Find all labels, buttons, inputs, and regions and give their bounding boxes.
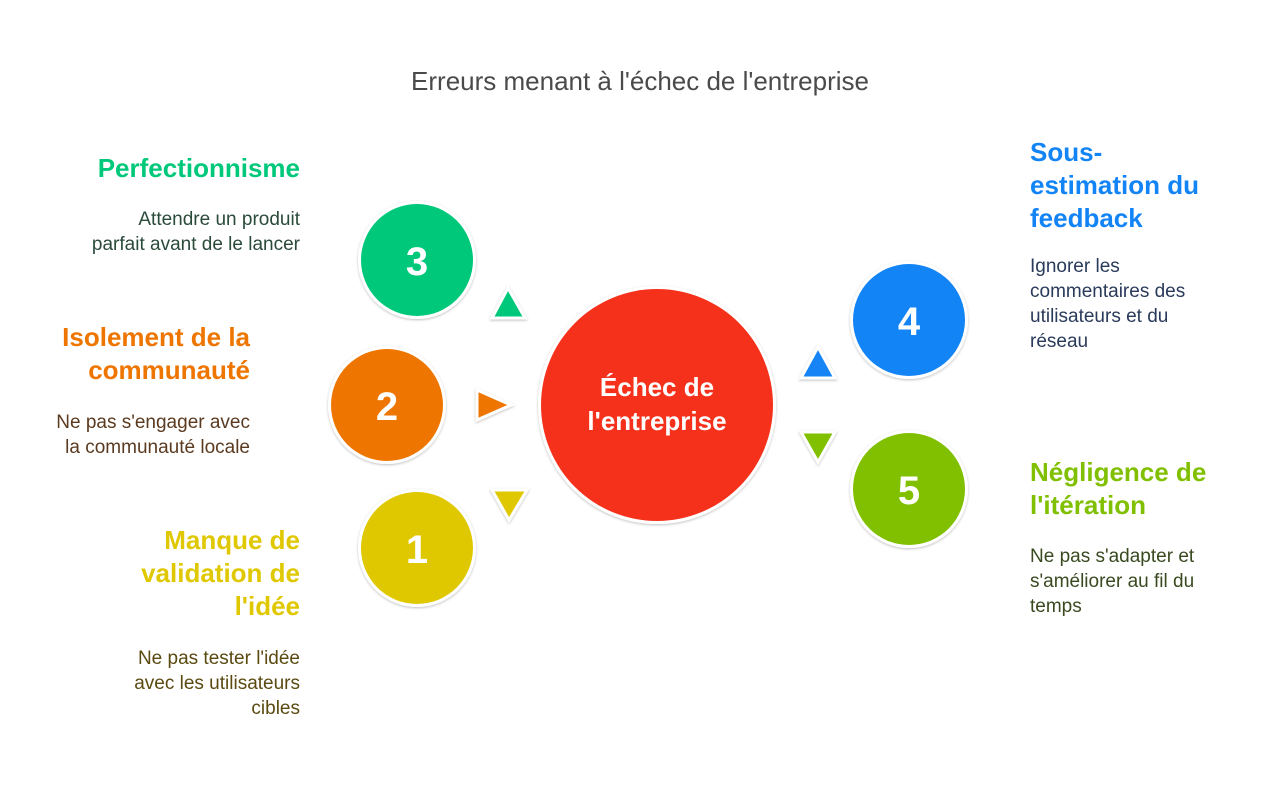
node-1-fill — [361, 492, 473, 604]
node-4-number: 4 — [898, 300, 921, 344]
diagram-title: Erreurs menant à l'échec de l'entreprise — [411, 66, 869, 96]
item-4-description: Ignorer les commentaires des utilisateur… — [1030, 256, 1186, 352]
item-5-description: Ne pas s'adapter et s'améliorer au fil d… — [1030, 546, 1195, 617]
node-5-fill — [853, 433, 965, 545]
item-3-description: Attendre un produit parfait avant de le … — [91, 209, 300, 255]
node-3-fill — [361, 204, 473, 316]
arrow-4-icon — [798, 343, 838, 380]
center-label-line1: Échec de — [600, 372, 714, 402]
item-2-description: Ne pas s'engager avec la communauté loca… — [56, 412, 250, 458]
node-4-fill — [853, 264, 965, 376]
item-3-heading: Perfectionnisme — [97, 153, 300, 183]
item-2-heading: Isolement de la communauté — [62, 322, 250, 385]
item-1-description: Ne pas tester l'idée avec les utilisateu… — [134, 648, 300, 719]
node-3-number: 3 — [406, 240, 428, 284]
arrow-1-icon — [489, 488, 530, 523]
item-5-heading: Négligence de l'itération — [1030, 457, 1207, 520]
center-label-line2: l'entreprise — [587, 406, 726, 436]
arrow-2-icon — [475, 387, 515, 423]
node-1-number: 1 — [406, 528, 428, 572]
arrow-5-icon — [798, 430, 838, 466]
node-5-number: 5 — [898, 469, 920, 513]
center-circle-fill — [541, 289, 773, 521]
node-2-number: 2 — [376, 385, 398, 429]
item-1-heading: Manque de validation de l'idée — [141, 525, 300, 621]
item-4-heading: Sous-estimation du feedback — [1030, 137, 1200, 233]
arrow-3-icon — [489, 284, 528, 320]
node-2-fill — [331, 349, 443, 461]
